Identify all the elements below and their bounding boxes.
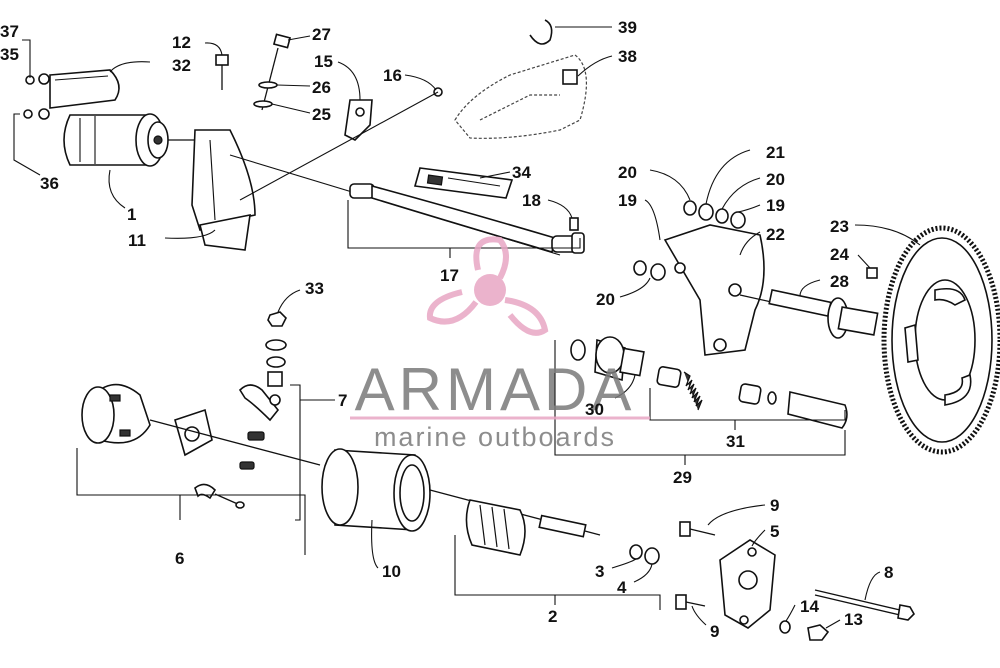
callout-39: 39 <box>618 18 637 37</box>
drive-shaft-28 <box>739 288 879 339</box>
armature-2 <box>429 489 601 556</box>
callout-16: 16 <box>383 66 402 85</box>
bolt-27 <box>253 33 292 111</box>
small-clip <box>194 483 245 509</box>
callout-20-bottom: 20 <box>596 290 615 309</box>
assembly-line <box>239 91 439 201</box>
callout-24: 24 <box>830 245 849 264</box>
callout-5: 5 <box>770 522 779 541</box>
decal-34 <box>413 167 514 199</box>
callout-31: 31 <box>726 432 745 451</box>
washers-19-20-21 <box>633 200 746 281</box>
screw-9-bottom <box>675 594 706 610</box>
bolt-12 <box>215 54 229 90</box>
screw-36 <box>23 108 50 120</box>
washer-14 <box>779 620 791 634</box>
end-cap-6 <box>81 383 151 444</box>
callout-10: 10 <box>382 562 401 581</box>
callout-35: 35 <box>0 45 19 64</box>
pin-18 <box>569 217 579 231</box>
ring-gear-23 <box>881 225 1000 455</box>
callout-25: 25 <box>312 105 331 124</box>
callout-26: 26 <box>312 78 331 97</box>
callout-13: 13 <box>844 610 863 629</box>
callout-8: 8 <box>884 563 893 582</box>
callout-38: 38 <box>618 47 637 66</box>
callout-23: 23 <box>830 217 849 236</box>
clip-39 <box>529 19 553 45</box>
callout-2: 2 <box>548 607 557 626</box>
callout-4: 4 <box>617 578 627 597</box>
screw-24 <box>866 267 878 279</box>
callout-1: 1 <box>127 205 136 224</box>
watermark-tagline: marine outboards <box>374 422 616 452</box>
callout-22: 22 <box>766 225 785 244</box>
callout-20-top: 20 <box>618 163 637 182</box>
callout-28: 28 <box>830 272 849 291</box>
callout-19-left: 19 <box>618 191 637 210</box>
callout-21: 21 <box>766 143 785 162</box>
callout-30: 30 <box>585 400 604 419</box>
nut-13 <box>807 624 830 641</box>
callout-3: 3 <box>595 562 604 581</box>
bracket-22 <box>663 224 765 356</box>
group-brackets <box>13 26 921 629</box>
housing-10 <box>321 448 431 532</box>
callout-6: 6 <box>175 549 184 568</box>
mount-bracket <box>191 129 256 251</box>
clip-15 <box>344 99 373 141</box>
springs <box>239 431 265 470</box>
end-plate-5 <box>719 539 776 629</box>
callout-18: 18 <box>522 191 541 210</box>
callout-labels: 37 35 32 12 27 15 26 25 16 36 1 11 39 38… <box>0 18 893 641</box>
callout-9-top: 9 <box>770 496 779 515</box>
callout-27: 27 <box>312 25 331 44</box>
callout-20-right: 20 <box>766 170 785 189</box>
callout-14: 14 <box>800 597 819 616</box>
callout-15: 15 <box>314 52 333 71</box>
callout-9-bottom: 9 <box>710 622 719 641</box>
terminal-7 <box>238 311 287 422</box>
washers-3-4 <box>629 544 660 565</box>
callout-19-right: 19 <box>766 196 785 215</box>
callout-7: 7 <box>338 391 347 410</box>
cable-17 <box>349 183 585 254</box>
drive-30 <box>570 336 645 382</box>
watermark-brand: ARMADA <box>355 356 636 423</box>
callout-29: 29 <box>673 468 692 487</box>
callout-37: 37 <box>0 22 19 41</box>
bracket-38 <box>454 54 588 139</box>
spring-31 <box>656 366 848 429</box>
callout-12: 12 <box>172 33 191 52</box>
screw-9-top <box>679 521 716 537</box>
through-bolt-8 <box>814 589 915 621</box>
brush-holder <box>149 408 321 466</box>
propeller-logo-icon <box>426 236 549 336</box>
callout-17: 17 <box>440 266 459 285</box>
callout-36: 36 <box>40 174 59 193</box>
starter-cover <box>49 69 120 109</box>
callout-32: 32 <box>172 56 191 75</box>
callout-34: 34 <box>512 163 531 182</box>
callout-33: 33 <box>305 279 324 298</box>
starter-motor <box>63 113 200 167</box>
callout-11: 11 <box>128 231 146 250</box>
watermark: ARMADA marine outboards <box>350 236 650 452</box>
